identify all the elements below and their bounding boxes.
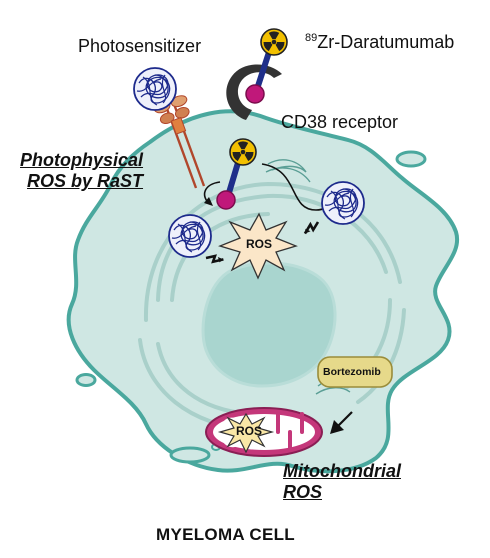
ros-center-label: ROS [246,237,273,251]
cell-title: MYELOMA CELL [156,525,295,544]
photophysical-line2: ROS by RaST [27,171,144,191]
mitochondrial-ros-label: Mitochondrial ROS [283,461,401,503]
vesicle [169,446,211,464]
nanoparticle-icon [168,214,212,258]
photophysical-ros-label: Photophysical ROS by RaST [20,150,143,192]
photophysical-line1: Photophysical [20,150,144,170]
radiation-icon [260,27,288,56]
zr-daratumumab-bound [226,27,288,120]
nucleus [201,261,337,388]
bortezomib-pill [317,356,393,388]
arrow-icon [330,420,344,434]
mitochondrial-line2: ROS [283,482,323,502]
vesicle [395,150,427,168]
zr-agent-label: Zr-Daratumumab [317,32,455,52]
antibody-icon [216,190,236,210]
antibody-icon [245,84,265,104]
radiation-icon [229,137,257,166]
cd38-receptor-icon [226,64,282,120]
zr-isotope-label: 89 [305,32,318,44]
photosensitizer-label: Photosensitizer [78,36,202,56]
vesicle [75,373,97,387]
cd38-receptor-label: CD38 receptor [281,112,399,132]
ros-mito-label: ROS [236,424,263,438]
photosensitizer-group [133,67,206,189]
ros-star-icon [217,412,275,454]
nanoparticle-icon [133,67,177,111]
endoplasmic-reticulum [138,181,406,432]
ros-star-icon [218,212,298,280]
mitochondrial-line1: Mitochondrial [283,461,401,481]
nanoparticle-icon [321,181,365,225]
zr-daratumumab-label: 89Zr-Daratumumab [305,32,454,53]
bortezomib-label: Bortezomib [323,366,381,378]
photosensitizer-molecule [153,95,190,135]
